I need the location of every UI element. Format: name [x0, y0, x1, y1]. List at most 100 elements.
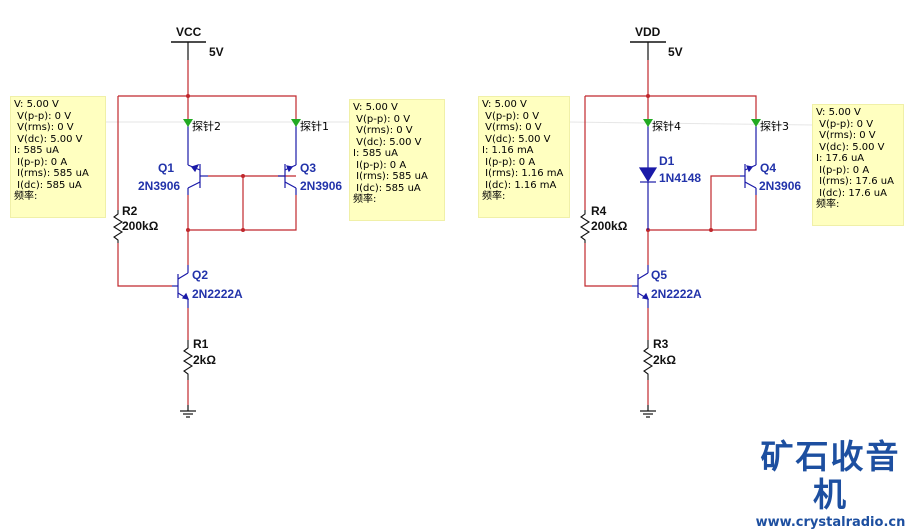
readout-line: I: 1.16 mA: [482, 145, 534, 156]
readout-line: I(p-p): 0 A: [14, 156, 68, 168]
probe-2-readout: V: 5.00 V V(p-p): 0 V V(rms): 0 V V(dc):…: [10, 96, 106, 218]
readout-line: 频率:: [353, 194, 377, 205]
probe-icon: [183, 119, 193, 127]
readout-line: I: 585 uA: [14, 145, 59, 156]
q4-model: 2N3906: [759, 179, 801, 193]
readout-line: V(dc): 5.00 V: [353, 136, 422, 148]
schematic-canvas: VCC 5V Q1: [105, 25, 816, 418]
readout-line: I(p-p): 0 A: [353, 159, 407, 171]
watermark-logo: 矿石收音机 www.crystalradio.cn: [748, 438, 913, 532]
q3-model: 2N3906: [300, 179, 342, 193]
q2-ref: Q2: [192, 268, 208, 282]
readout-line: 频率:: [14, 191, 38, 202]
q1-ref: Q1: [158, 161, 174, 175]
probe-4-readout: V: 5.00 V V(p-p): 0 V V(rms): 0 V V(dc):…: [478, 96, 570, 218]
probe-4-label: 探针4: [652, 119, 681, 133]
probe-icon: [751, 119, 761, 127]
probe-1-label: 探针1: [300, 119, 329, 133]
readout-line: I(dc): 585 uA: [14, 179, 82, 191]
readout-line: V(dc): 5.00 V: [14, 133, 83, 145]
watermark-title: 矿石收音机: [760, 437, 901, 514]
probe-3-label: 探针3: [760, 119, 789, 133]
q5-model: 2N2222A: [651, 287, 702, 301]
readout-line: I(rms): 585 uA: [353, 171, 428, 182]
resistor-r3[interactable]: R3 2kΩ: [642, 337, 676, 380]
vcc-label: VCC: [176, 25, 202, 39]
r2-ref: R2: [122, 204, 138, 218]
probe-guide-line: [567, 121, 816, 126]
r2-value: 200kΩ: [122, 219, 159, 233]
readout-line: I: 585 uA: [353, 148, 398, 159]
d1-model: 1N4148: [659, 171, 701, 185]
ground-symbol: [180, 405, 196, 418]
d1-ref: D1: [659, 154, 675, 168]
readout-line: V(rms): 0 V: [353, 125, 413, 136]
junctions: [646, 94, 713, 232]
probe-3[interactable]: 探针3: [751, 119, 789, 133]
r1-ref: R1: [193, 337, 209, 351]
r3-ref: R3: [653, 337, 669, 351]
probe-1[interactable]: 探针1: [291, 119, 329, 133]
probe-icon: [291, 119, 301, 127]
readout-line: V(p-p): 0 V: [14, 110, 72, 122]
probe-icon: [643, 119, 653, 127]
readout-line: I(rms): 585 uA: [14, 168, 89, 179]
readout-line: V(rms): 0 V: [482, 122, 542, 133]
transistor-q1[interactable]: Q1 2N3906: [138, 120, 208, 195]
probe-3-readout: V: 5.00 V V(p-p): 0 V V(rms): 0 V V(dc):…: [812, 104, 904, 226]
r1-value: 2kΩ: [193, 353, 216, 367]
readout-line: I(p-p): 0 A: [816, 164, 870, 176]
readout-line: I(dc): 17.6 uA: [816, 187, 887, 199]
right-circuit: VDD 5V D1 1N4148: [579, 25, 801, 418]
transistor-q5[interactable]: Q5 2N2222A: [632, 265, 702, 308]
readout-line: 频率:: [482, 191, 506, 202]
readout-line: V(dc): 5.00 V: [482, 133, 551, 145]
transistor-q2[interactable]: Q2 2N2222A: [172, 265, 243, 308]
q3-ref: Q3: [300, 161, 316, 175]
readout-line: I(p-p): 0 A: [482, 156, 536, 168]
readout-line: V(dc): 5.00 V: [816, 141, 885, 153]
readout-line: I(rms): 1.16 mA: [482, 168, 564, 179]
r4-ref: R4: [591, 204, 607, 218]
readout-line: I(rms): 17.6 uA: [816, 176, 894, 187]
readout-line: V: 5.00 V: [816, 107, 861, 118]
readout-line: 频率:: [816, 199, 840, 210]
vdd-supply[interactable]: VDD 5V: [630, 25, 683, 60]
vcc-value: 5V: [209, 45, 224, 59]
readout-line: V: 5.00 V: [482, 99, 527, 110]
watermark-url: www.crystalradio.cn: [755, 515, 906, 530]
q1-model: 2N3906: [138, 179, 180, 193]
resistor-r4[interactable]: R4 200kΩ: [579, 204, 628, 243]
q4-ref: Q4: [760, 161, 776, 175]
probe-4[interactable]: 探针4: [643, 119, 681, 133]
probe-2-label: 探针2: [192, 119, 221, 133]
resistor-r2[interactable]: R2 200kΩ: [112, 204, 159, 243]
readout-line: V: 5.00 V: [353, 102, 398, 113]
readout-line: V(p-p): 0 V: [482, 110, 540, 122]
probe-1-readout: V: 5.00 V V(p-p): 0 V V(rms): 0 V V(dc):…: [349, 99, 445, 221]
readout-line: V(p-p): 0 V: [353, 113, 411, 125]
probe-2[interactable]: 探针2: [183, 119, 221, 133]
wires: [117, 60, 297, 405]
q5-ref: Q5: [651, 268, 667, 282]
vdd-label: VDD: [635, 25, 661, 39]
readout-line: V(rms): 0 V: [14, 122, 74, 133]
diode-d1[interactable]: D1 1N4148: [638, 120, 701, 230]
readout-line: V(rms): 0 V: [816, 130, 876, 141]
r4-value: 200kΩ: [591, 219, 628, 233]
junctions: [186, 94, 245, 232]
readout-line: I: 17.6 uA: [816, 153, 865, 164]
readout-line: V(p-p): 0 V: [816, 118, 874, 130]
vdd-value: 5V: [668, 45, 683, 59]
readout-line: I(dc): 585 uA: [353, 182, 421, 194]
transistor-q3[interactable]: Q3 2N3906: [278, 120, 342, 195]
wires: [584, 60, 757, 405]
q2-model: 2N2222A: [192, 287, 243, 301]
transistor-q4[interactable]: Q4 2N3906: [740, 120, 801, 195]
r3-value: 2kΩ: [653, 353, 676, 367]
readout-line: I(dc): 1.16 mA: [482, 179, 557, 191]
readout-line: V: 5.00 V: [14, 99, 59, 110]
ground-symbol: [640, 405, 656, 418]
vcc-supply[interactable]: VCC 5V: [171, 25, 224, 60]
resistor-r1[interactable]: R1 2kΩ: [182, 337, 216, 380]
